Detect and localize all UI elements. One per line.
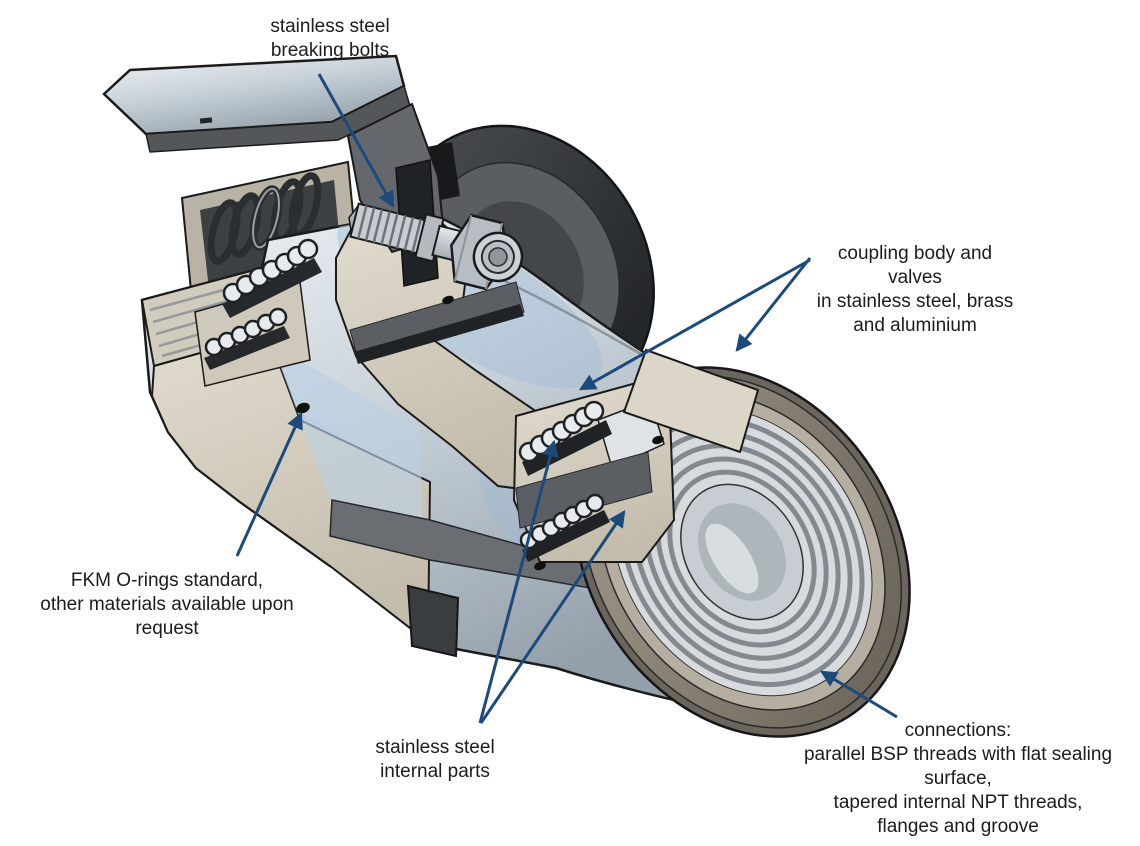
bell-junction-facet xyxy=(622,348,760,454)
arrow-internal-parts-1 xyxy=(478,439,559,724)
internal-threads xyxy=(619,416,865,688)
label-connections: connections: parallel BSP threads with f… xyxy=(803,720,1113,837)
label-breaking-bolts: stainless steel breaking bolts xyxy=(270,16,390,61)
arrow-o-rings xyxy=(235,411,303,557)
arrow-coupling-body-1 xyxy=(735,257,812,352)
label-coupling-body: coupling body and valves in stainless st… xyxy=(816,243,1014,336)
left-upper-spring xyxy=(222,238,322,318)
breaking-bolt xyxy=(348,159,524,291)
arrow-breaking-bolts xyxy=(317,73,395,209)
center-lower-spring xyxy=(519,493,605,550)
arrow-internal-parts-2 xyxy=(479,510,626,724)
label-o-rings: FKM O-rings standard, other materials av… xyxy=(40,570,294,639)
arrow-coupling-body-2 xyxy=(578,258,811,391)
o-ring xyxy=(296,295,664,571)
right-valve-assembly xyxy=(512,380,676,563)
bottom-tab xyxy=(406,584,460,658)
valve-carrier-web xyxy=(335,212,562,494)
left-lower-spring xyxy=(194,281,311,387)
arrow-connections xyxy=(819,670,898,719)
label-internal-parts: stainless steel internal parts xyxy=(375,737,495,782)
